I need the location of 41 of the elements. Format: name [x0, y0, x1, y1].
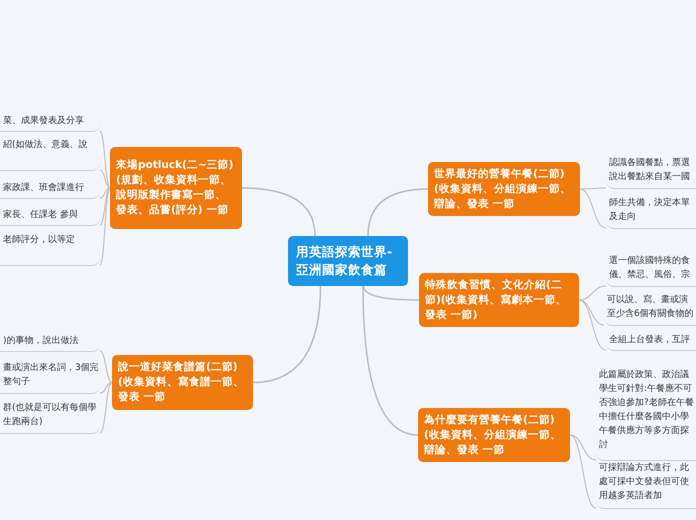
central-topic-box: 用英語探索世界-亞洲國家飲食篇: [288, 236, 408, 286]
connector-line: [100, 382, 112, 394]
connector-line: [100, 188, 110, 198]
connector-line: [100, 350, 112, 383]
subtopic-text: 認識各國餐點，票選說出餐點來自某一國: [606, 155, 696, 189]
connector-line: [362, 286, 418, 436]
connector-line: [362, 286, 419, 301]
topic-box: 來場potluck(二~三節)(規劃、收集資料一節、說明版製作書寫一節、發表、品嘗(評分) 一節: [110, 147, 242, 229]
subtopic-text: 菜、成果發表及分享: [0, 113, 100, 132]
connector-line: [100, 170, 110, 188]
connector-line: [367, 188, 428, 236]
connector-line: [580, 188, 606, 228]
topic-box: 特殊飲食習慣、文化介紹(二節)(收集資料、寫劇本一節、發表 一節): [419, 273, 579, 327]
connector-line: [100, 188, 110, 226]
topic-box: 世界最好的營養午餐(二節)(收集資料、分組演練一節、辯論、發表 一節: [428, 162, 580, 216]
topic-box: 說一道好菜食譜篇(二節)(收集資料、寫食譜一節、發表 一節: [112, 355, 253, 410]
subtopic-text: 選一個該國特殊的食儀、禁忌、風俗、宗: [606, 253, 696, 287]
subtopic-text: 家政課、班會課進行: [0, 180, 100, 199]
subtopic-text: 群(也就是可以有每個學生跑兩台): [0, 400, 100, 434]
subtopic-text: 師生共備，決定本單及走向: [606, 195, 696, 229]
connector-line: [100, 188, 110, 266]
connector-line: [100, 382, 112, 434]
connector-line: [570, 434, 596, 508]
subtopic-text: 可採辯論方式進行，此處可採中文發表但可使用越多英語者加: [596, 460, 696, 509]
connector-line: [570, 434, 596, 460]
connector-line: [578, 286, 606, 300]
subtopic-text: 畫或演出來名詞，3個完整句子: [0, 360, 100, 394]
subtopic-text: )的事物，說出做法: [0, 333, 100, 352]
subtopic-text: 可以說、寫、畫或演至少含6個有關食物的: [604, 292, 696, 326]
connector-line: [242, 187, 316, 236]
connector-line: [252, 286, 322, 384]
subtopic-text: 此篇屬於政策、政治議學生可針對:午餐應不可否強迫參加?老師在午餐中擔任什麼各國中小學午餐供應方等多方面探討: [596, 367, 696, 461]
subtopic-text: 全組上台發表，互評: [606, 332, 696, 351]
connector-line: [578, 300, 604, 326]
subtopic-text: 老師評分，以等定: [0, 232, 100, 266]
subtopic-text: 家長、任課老 參與: [0, 207, 100, 226]
connector-line: [100, 130, 110, 188]
connector-line: [580, 188, 606, 190]
topic-box: 為什麼要有營養午餐(二節)(收集資料、分組演練一節、辯論、發表 一節: [418, 408, 570, 462]
subtopic-text: 紹(如做法、意義、說: [0, 137, 100, 171]
connector-line: [578, 300, 606, 350]
